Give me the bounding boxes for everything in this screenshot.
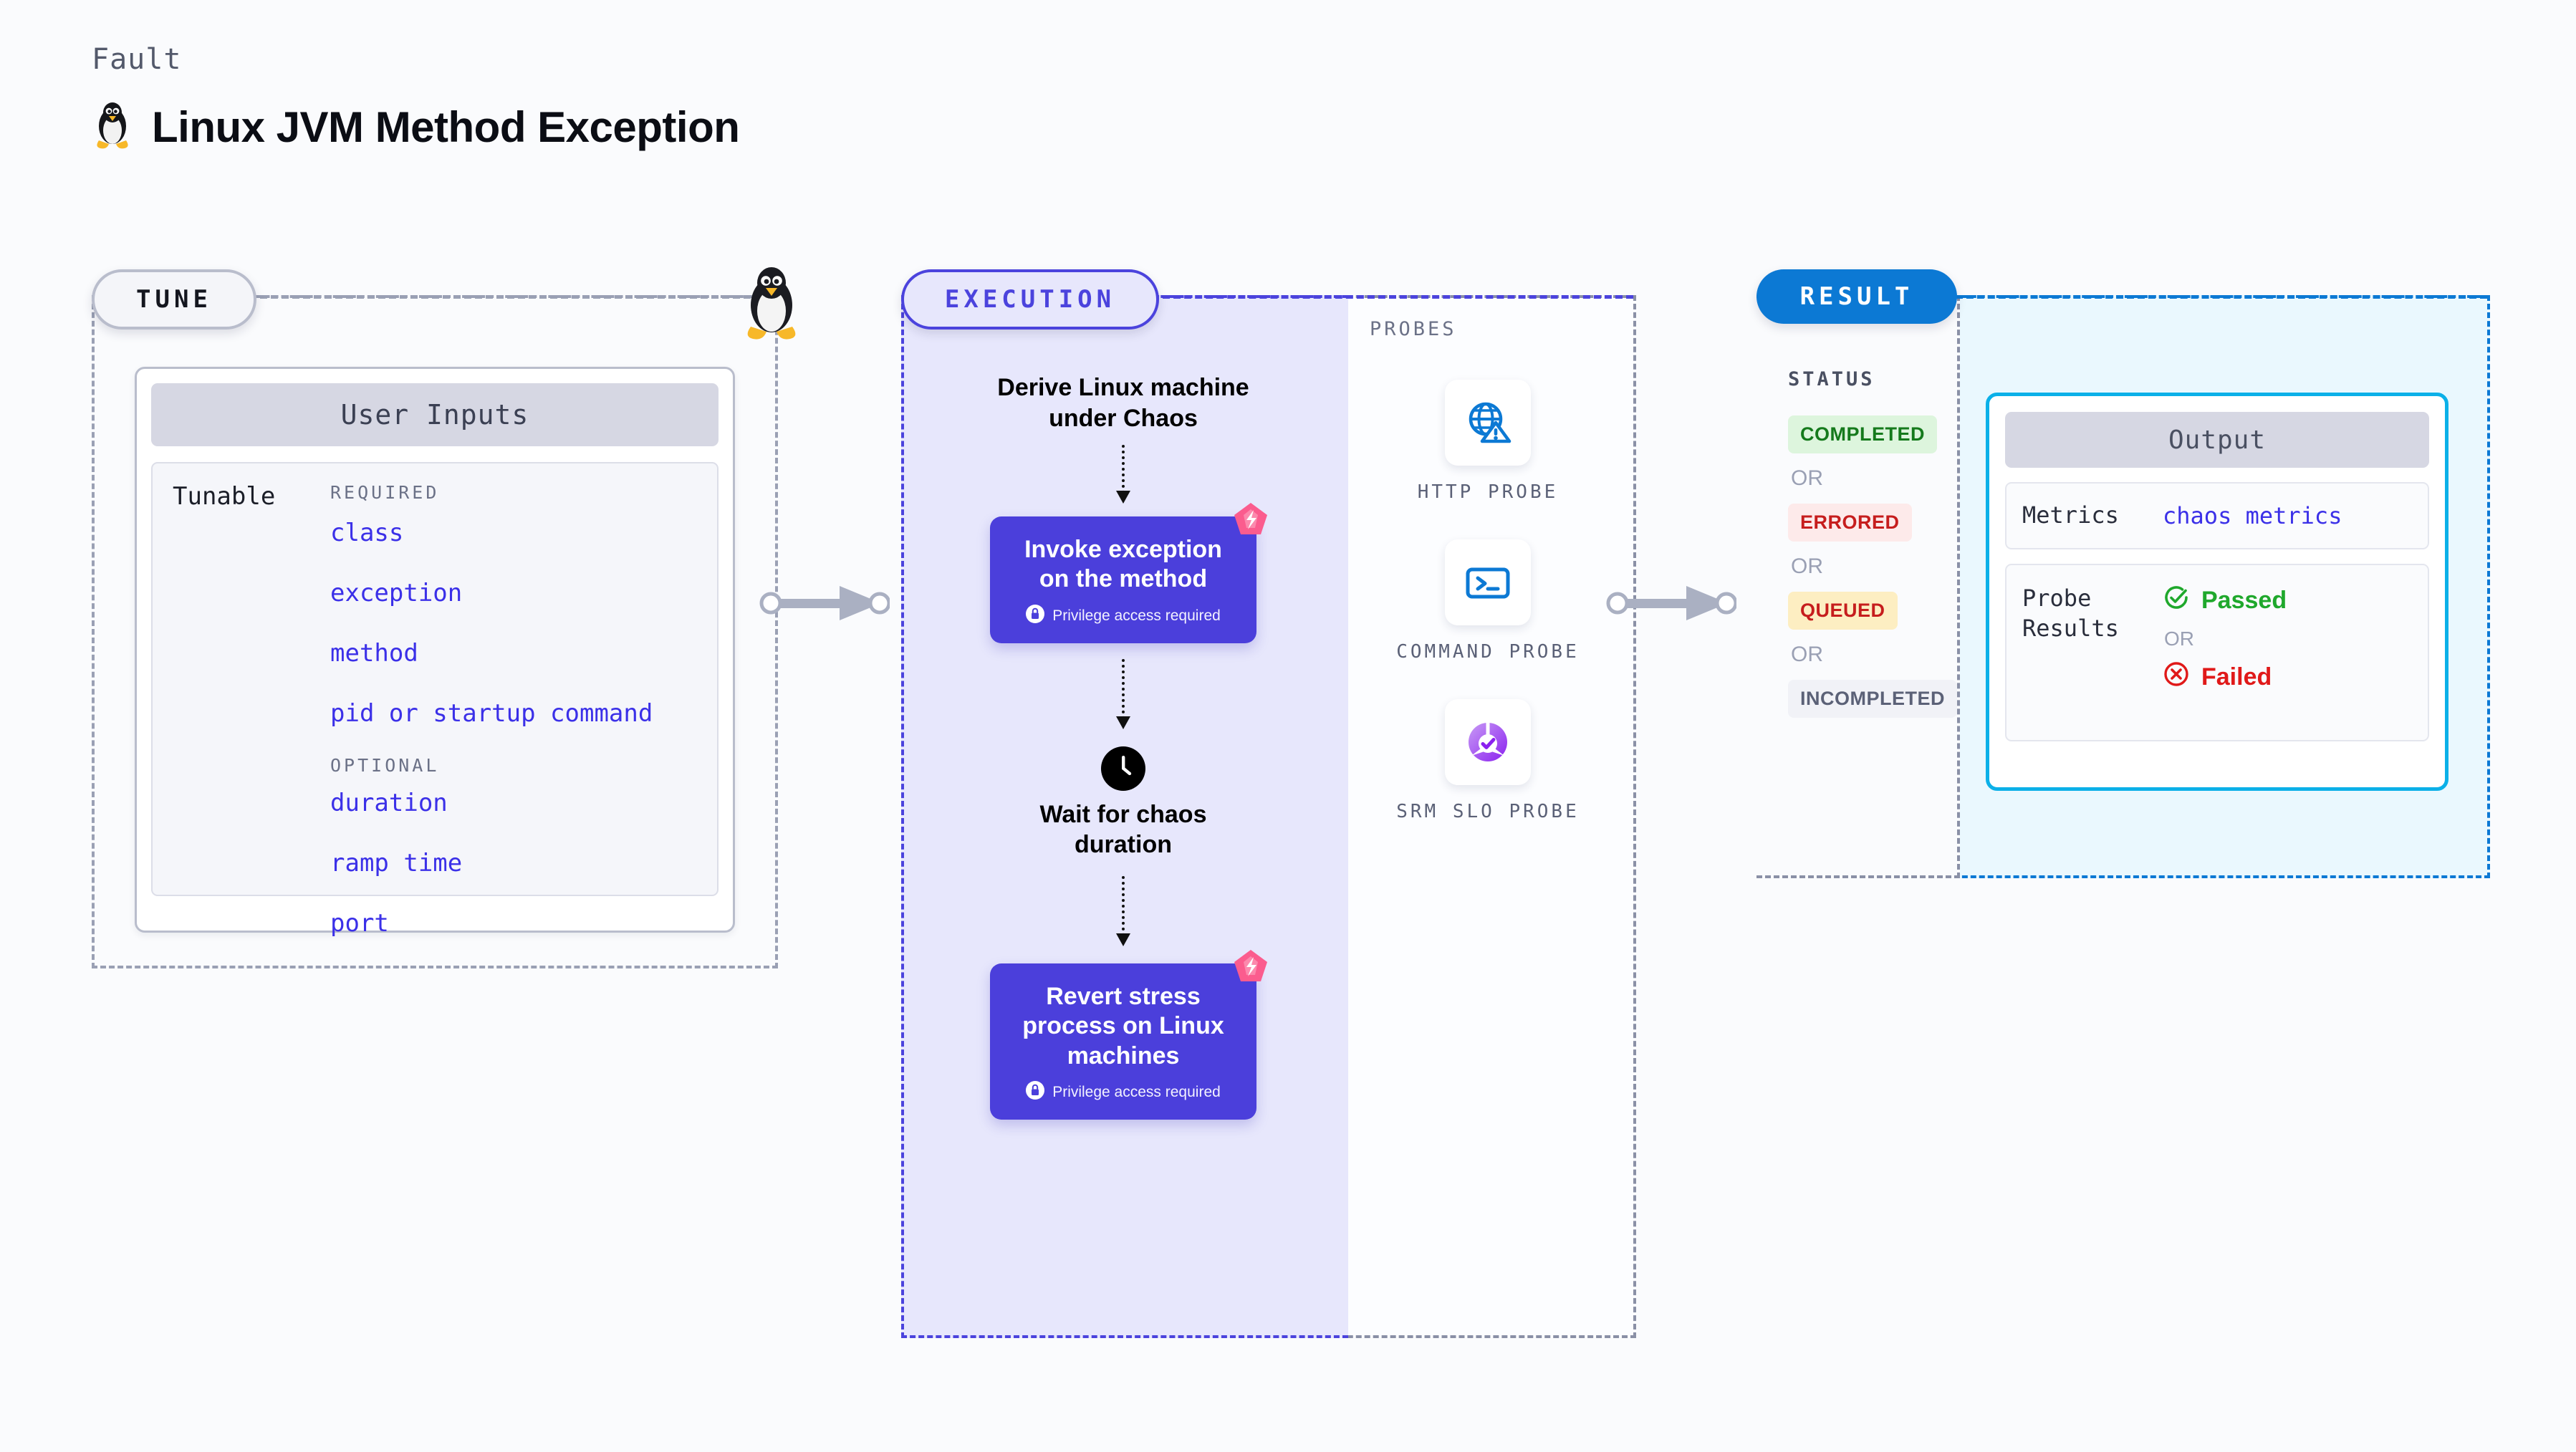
status-badge-incompleted: INCOMPLETED xyxy=(1788,680,1958,718)
linux-penguin-marker-icon xyxy=(739,264,804,341)
result-status-region xyxy=(1756,295,1960,878)
stage-badge-tune[interactable]: TUNE xyxy=(92,269,256,330)
verdict-passed: Passed xyxy=(2163,584,2287,617)
tune-leader-line xyxy=(249,295,772,299)
stage-badge-execution[interactable]: EXECUTION xyxy=(901,269,1159,330)
page-title: Linux JVM Method Exception xyxy=(152,103,740,151)
x-circle-icon xyxy=(2163,660,2190,694)
flow-card-invoke-exception[interactable]: Invoke exception on the method Privilege… xyxy=(990,503,1267,643)
chaos-logo-icon xyxy=(1232,948,1269,985)
status-badge-completed: COMPLETED xyxy=(1788,415,1938,453)
output-probe-key: Probe Results xyxy=(2022,585,2119,642)
privilege-note-invoke-text: Privilege access required xyxy=(1052,607,1221,624)
optional-group-label: OPTIONAL xyxy=(330,755,440,776)
param-method[interactable]: method xyxy=(330,639,418,668)
connector-execution-to-result xyxy=(1606,582,1738,628)
user-inputs-title: User Inputs xyxy=(151,383,719,446)
flow-step-derive-machine: Derive Linux machine under Chaos xyxy=(997,374,1249,432)
verdict-failed: Failed xyxy=(2163,660,2287,694)
globe-warning-icon xyxy=(1444,380,1531,466)
flow-arrow-2 xyxy=(1116,658,1130,731)
required-group-label: REQUIRED xyxy=(330,482,440,503)
probe-item-command[interactable]: COMMAND PROBE xyxy=(1396,539,1580,665)
privilege-note-invoke: Privilege access required xyxy=(1014,604,1232,628)
execution-inner-region xyxy=(901,295,1348,1338)
verdict-or: OR xyxy=(2164,628,2194,650)
probe-label-http: HTTP PROBE xyxy=(1417,481,1559,503)
flow-step-wait-duration: Wait for chaos duration xyxy=(1039,800,1207,859)
probe-label-srm-slo: SRM SLO PROBE xyxy=(1396,801,1580,823)
param-duration[interactable]: duration xyxy=(330,789,448,817)
param-port[interactable]: port xyxy=(330,909,389,938)
clock-icon xyxy=(1101,746,1145,791)
output-card: Output Metrics chaos metrics Probe Resul… xyxy=(1986,393,2448,791)
status-badge-errored: ERRORED xyxy=(1788,504,1912,542)
flow-card-invoke-title: Invoke exception on the method xyxy=(1024,536,1222,593)
probes-section-label: PROBES xyxy=(1370,318,1457,340)
output-metrics-value[interactable]: chaos metrics xyxy=(2163,502,2342,529)
probes-list: HTTP PROBE COMMAND PROBE xyxy=(1345,380,1630,824)
verdict-passed-label: Passed xyxy=(2201,587,2287,614)
chaos-logo-icon xyxy=(1232,501,1269,538)
output-probe-verdicts: Passed OR Failed xyxy=(2163,584,2287,694)
page-title-row: Linux JVM Method Exception xyxy=(92,100,740,154)
tunable-body: Tunable REQUIRED class exception method … xyxy=(151,462,719,938)
execution-flow: Derive Linux machine under Chaos Invoke … xyxy=(901,372,1345,1120)
flow-card-revert-stress[interactable]: Revert stress process on Linux machines … xyxy=(990,949,1267,1120)
param-ramp-time[interactable]: ramp time xyxy=(330,849,463,878)
slo-check-icon xyxy=(1445,699,1531,786)
linux-penguin-icon xyxy=(92,100,133,154)
user-inputs-card: User Inputs Tunable REQUIRED class excep… xyxy=(135,367,735,938)
verdict-failed-label: Failed xyxy=(2201,663,2272,691)
connector-tune-to-execution xyxy=(759,582,891,628)
execution-leader-line xyxy=(1152,295,1633,299)
flow-arrow-1 xyxy=(1116,445,1130,505)
probe-item-srm-slo[interactable]: SRM SLO PROBE xyxy=(1396,699,1580,824)
lock-icon xyxy=(1026,1081,1045,1104)
status-or-1: OR xyxy=(1791,466,1823,490)
privilege-note-revert-text: Privilege access required xyxy=(1052,1084,1221,1101)
check-circle-icon xyxy=(2163,584,2190,617)
output-title: Output xyxy=(2005,412,2429,468)
param-exception[interactable]: exception xyxy=(330,579,463,607)
tunable-params-list: REQUIRED class exception method pid or s… xyxy=(330,482,717,938)
probe-label-command: COMMAND PROBE xyxy=(1396,641,1580,663)
status-or-3: OR xyxy=(1791,643,1823,666)
output-metrics-key: Metrics xyxy=(2022,501,2119,529)
page-header: Fault Linux JVM Method Exception xyxy=(92,43,740,154)
fault-kicker-label: Fault xyxy=(92,43,182,76)
status-section-label: STATUS xyxy=(1788,368,1875,390)
result-leader-line xyxy=(1956,295,2487,299)
status-list: COMPLETED OR ERRORED OR QUEUED OR INCOMP… xyxy=(1788,415,1958,718)
probe-item-http[interactable]: HTTP PROBE xyxy=(1418,380,1559,505)
flow-card-revert-title: Revert stress process on Linux machines xyxy=(1022,982,1224,1069)
status-or-2: OR xyxy=(1791,554,1823,578)
terminal-icon xyxy=(1445,539,1531,626)
param-pid-or-startup-command[interactable]: pid or startup command xyxy=(330,699,653,728)
lock-icon xyxy=(1026,604,1045,628)
output-row-metrics: Metrics chaos metrics xyxy=(2005,482,2429,549)
status-badge-queued: QUEUED xyxy=(1788,592,1898,630)
flow-arrow-3 xyxy=(1116,875,1130,948)
output-row-probe-results: Probe Results Passed OR xyxy=(2005,564,2429,741)
param-class[interactable]: class xyxy=(330,519,404,547)
tunable-label: Tunable xyxy=(173,482,276,511)
stage-badge-result[interactable]: RESULT xyxy=(1756,269,1957,324)
privilege-note-revert: Privilege access required xyxy=(1014,1081,1232,1104)
